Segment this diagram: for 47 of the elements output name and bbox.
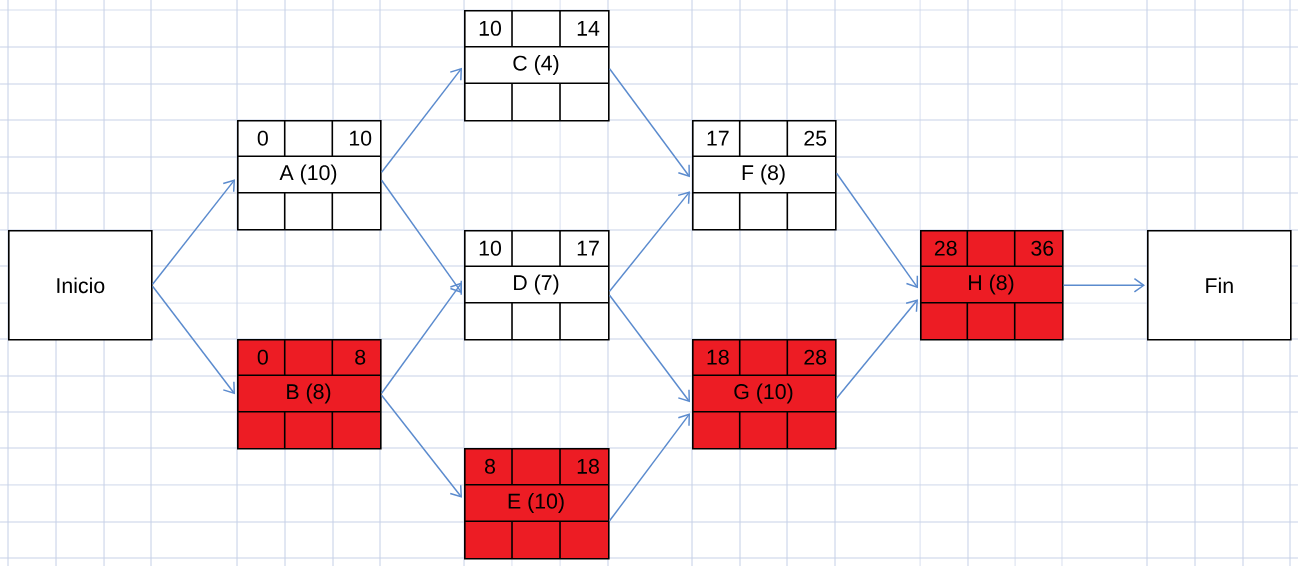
activity-label: A (10) xyxy=(279,164,337,185)
activity-table xyxy=(236,119,382,231)
activity-table xyxy=(463,229,610,341)
arrow xyxy=(151,285,235,395)
start-time: 10 xyxy=(479,240,502,256)
arrow xyxy=(835,172,919,289)
start-time: 0 xyxy=(257,130,268,146)
activity-label: F (8) xyxy=(742,164,785,185)
arrow xyxy=(151,179,235,286)
arrow xyxy=(608,68,690,178)
activity-table xyxy=(236,338,382,450)
start-time: 18 xyxy=(707,349,729,365)
finish-time: 36 xyxy=(1031,240,1054,256)
activity-label: B (8) xyxy=(287,383,331,404)
start-time: 17 xyxy=(707,130,729,146)
terminal-box: Inicio xyxy=(8,230,153,341)
activity-table xyxy=(919,229,1064,341)
activity-table xyxy=(691,338,837,450)
activity-table xyxy=(691,119,837,231)
start-time: 8 xyxy=(485,458,495,474)
activity-table xyxy=(463,9,610,122)
activity-label: D (7) xyxy=(514,274,559,295)
terminal-box: Fin xyxy=(1147,230,1292,341)
arrow xyxy=(380,67,462,174)
finish-time: 25 xyxy=(804,130,827,146)
arrow xyxy=(380,179,463,294)
arrow xyxy=(835,299,918,400)
arrow xyxy=(380,394,462,498)
activity-label: G (10) xyxy=(734,383,793,404)
arrow xyxy=(1062,277,1145,293)
arrow xyxy=(608,413,690,522)
finish-time: 14 xyxy=(577,20,600,36)
arrow xyxy=(608,294,690,403)
activity-label: H (8) xyxy=(969,274,1014,295)
arrow xyxy=(380,282,462,395)
activity-label: E (10) xyxy=(508,493,564,513)
arrow xyxy=(608,191,690,293)
finish-time: 8 xyxy=(355,349,366,365)
finish-time: 18 xyxy=(577,458,599,474)
activity-label: C (4) xyxy=(513,55,559,75)
finish-time: 17 xyxy=(577,240,599,256)
start-time: 10 xyxy=(479,20,502,36)
start-time: 0 xyxy=(257,349,268,365)
activity-table xyxy=(463,447,610,560)
finish-time: 10 xyxy=(350,130,372,146)
start-time: 28 xyxy=(934,240,957,256)
finish-time: 28 xyxy=(804,349,827,365)
